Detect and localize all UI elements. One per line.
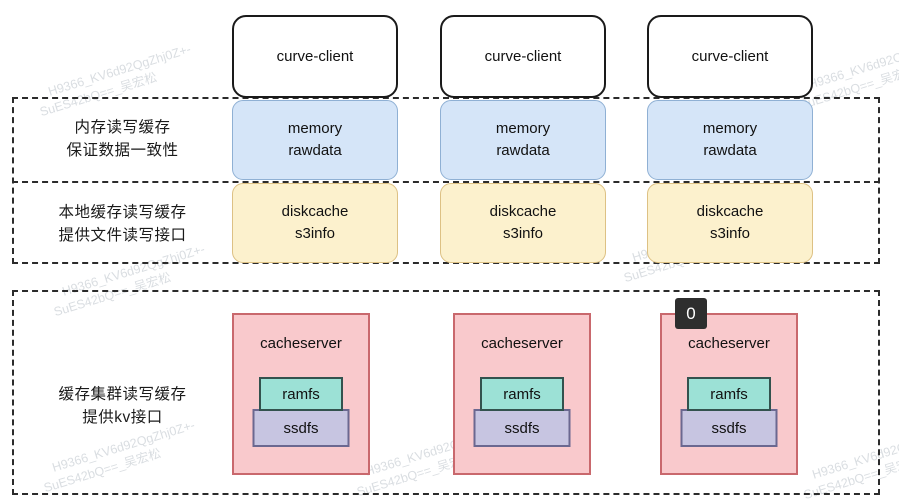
ssdfs-box: ssdfs [473, 409, 571, 447]
curve-client-label: curve-client [276, 48, 354, 65]
ramfs-box: ramfs [687, 377, 771, 411]
curve-client-label: curve-client [484, 48, 562, 65]
ssdfs-box: ssdfs [252, 409, 350, 447]
cacheserver-node-1: cacheserver ramfs ssdfs [232, 313, 370, 475]
cacheserver-node-3: cacheserver ramfs ssdfs [660, 313, 798, 475]
curve-client-node-3: curve-client [647, 15, 813, 98]
cluster-layer-label: 缓存集群读写缓存 提供kv接口 [58, 386, 187, 426]
curve-client-node-1: curve-client [232, 15, 398, 98]
ramfs-box: ramfs [480, 377, 564, 411]
curve-client-label: curve-client [691, 48, 769, 65]
layer-divider-line [12, 181, 880, 183]
curve-client-node-2: curve-client [440, 15, 606, 98]
diskcache-node-1: diskcache s3info [232, 183, 398, 263]
ramfs-box: ramfs [259, 377, 343, 411]
ssdfs-box: ssdfs [680, 409, 778, 447]
cacheserver-label: cacheserver [260, 335, 342, 352]
memory-layer-label: 内存读写缓存 保证数据一致性 [66, 119, 179, 159]
memory-node-3: memory rawdata [647, 100, 813, 180]
cache-cluster-region [12, 290, 880, 495]
diskcache-node-2: diskcache s3info [440, 183, 606, 263]
disk-layer-label: 本地缓存读写缓存 提供文件读写接口 [58, 204, 187, 244]
memory-node-1: memory rawdata [232, 100, 398, 180]
annotation-badge-0[interactable]: 0 [675, 298, 707, 329]
cacheserver-label: cacheserver [688, 335, 770, 352]
cache-layers-region [12, 97, 880, 264]
diskcache-node-3: diskcache s3info [647, 183, 813, 263]
cacheserver-node-2: cacheserver ramfs ssdfs [453, 313, 591, 475]
cacheserver-label: cacheserver [481, 335, 563, 352]
memory-node-2: memory rawdata [440, 100, 606, 180]
